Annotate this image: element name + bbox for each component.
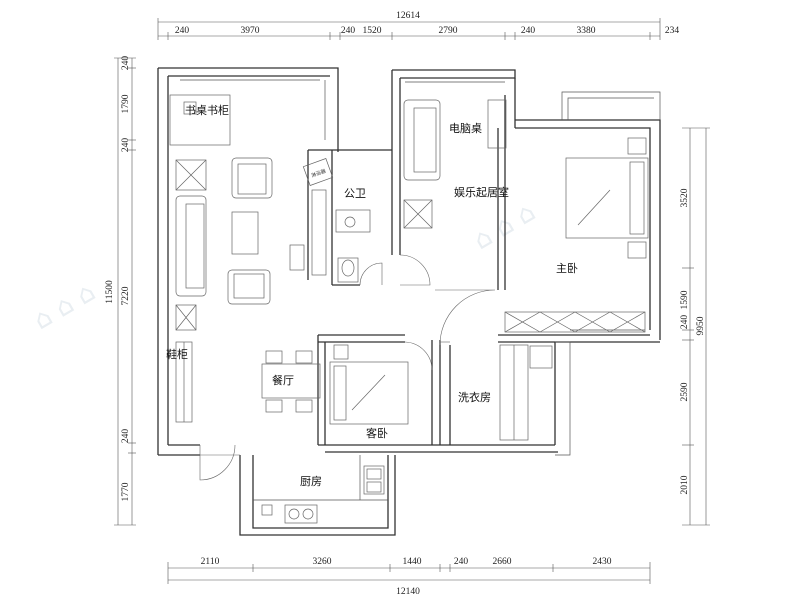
label-public-bath: 公卫 (344, 187, 366, 200)
top-dim-4: 1520 (363, 26, 382, 36)
tv-cabinet (311, 189, 327, 276)
right-dim-1: 3520 (680, 188, 690, 207)
left-dim-3: 240 (121, 138, 131, 153)
doors (199, 254, 496, 481)
left-dim-2: 1790 (121, 94, 131, 113)
sofa (175, 195, 207, 297)
top-dimension-lines: 12614 240 3970 240 1520 2790 240 3380 23… (157, 11, 680, 40)
right-dim-5: 2010 (680, 475, 690, 494)
top-dim-8: 234 (665, 26, 680, 36)
label-dining-room: 餐厅 (272, 373, 294, 387)
left-total-dim: 11500 (105, 280, 115, 304)
right-dim-3: 1590 (680, 290, 690, 309)
label-laundry-room: 洗衣房 (458, 390, 491, 404)
room-labels: 书桌书柜 公卫 电脑桌 娱乐起居室 主卧 鞋柜 餐厅 客卧 洗衣房 厨房 (166, 104, 578, 488)
walls (157, 67, 661, 536)
label-master-bedroom: 主卧 (556, 262, 578, 275)
top-total-dim: 12614 (396, 11, 420, 21)
bottom-dim-3: 1440 (403, 557, 422, 567)
top-dim-3: 240 (341, 26, 356, 36)
toilet (337, 257, 359, 283)
bottom-dim-2: 3260 (313, 557, 332, 567)
master-bed (565, 157, 649, 239)
right-dim-4: 2590 (680, 382, 690, 401)
bottom-total-dim: 12140 (396, 587, 420, 597)
stove (284, 504, 318, 524)
bottom-dim-6: 2430 (593, 557, 612, 567)
left-dim-4: 7220 (121, 286, 131, 305)
dining-table (261, 363, 321, 399)
label-computer-desk: 电脑桌 (449, 122, 482, 135)
label-study-desk: 书桌书柜 (185, 104, 229, 117)
armchair-top (231, 157, 273, 199)
tv-stand (289, 244, 305, 271)
right-total-dim: 9950 (696, 316, 706, 335)
top-dim-2: 3970 (241, 26, 260, 36)
label-entertainment-room: 娱乐起居室 (454, 185, 509, 199)
label-kitchen: 厨房 (300, 475, 322, 488)
desk (169, 94, 231, 146)
left-dim-5: 240 (121, 429, 131, 444)
svg-text:⌂ ⌂ ⌂: ⌂ ⌂ ⌂ (29, 277, 101, 336)
label-shoe-cabinet: 鞋柜 (166, 347, 188, 361)
top-dim-7: 3380 (577, 26, 596, 36)
right-dimension-lines: 3520 240 1590 2590 2010 9950 (680, 127, 710, 526)
top-dim-1: 240 (175, 26, 190, 36)
coffee-table (231, 211, 259, 255)
right-dim-2: 240 (680, 315, 690, 330)
top-dim-5: 2790 (439, 26, 458, 36)
kitchen-sink (363, 465, 385, 495)
shower-label: 淋浴器 (310, 168, 327, 180)
shower-head-icon: 淋浴器 (302, 158, 334, 186)
armchair-bottom (227, 269, 271, 305)
label-guest-bedroom: 客卧 (366, 426, 388, 440)
bottom-dim-5: 2660 (493, 557, 512, 567)
top-dim-6: 240 (521, 26, 536, 36)
shoe-cabinet (175, 304, 197, 331)
watermark: ⌂ ⌂ ⌂ ⌂ ⌂ ⌂ (29, 197, 541, 336)
windows (180, 79, 645, 331)
bath-vanity (335, 209, 371, 233)
guest-bed (329, 361, 409, 425)
left-dim-1: 240 (121, 56, 131, 71)
master-wardrobe (504, 311, 646, 333)
bottom-dimension-lines: 2110 3260 1440 240 2660 2430 12140 (167, 557, 651, 597)
bottom-dim-1: 2110 (201, 557, 220, 567)
left-dimension-lines: 240 1790 240 7220 240 1770 11500 (105, 56, 136, 526)
left-dim-6: 1770 (121, 482, 131, 501)
furniture: 淋浴器 (169, 94, 649, 524)
computer-desk (487, 99, 507, 149)
ent-sofa (403, 99, 441, 181)
bottom-dim-4: 240 (454, 557, 469, 567)
